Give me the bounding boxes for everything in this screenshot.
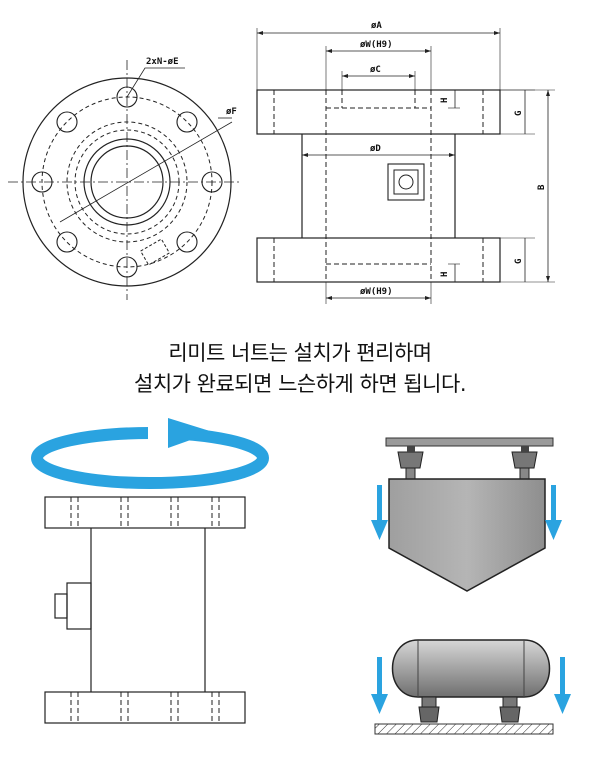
sensor-side-sketch [44,496,246,724]
caption-line-2: 설치가 완료되면 느슨하게 하면 됩니다. [134,372,467,396]
flange-front-view [8,60,240,300]
down-arrow-icon [371,485,562,540]
label-diameter-f: øF [226,107,237,117]
caption-line-1: 리미트 너트는 설치가 편리하며 [168,341,432,365]
label-diameter-a: øA [371,21,382,31]
hopper-illustration [371,437,562,592]
label-h-bottom: H [440,272,450,277]
label-g-top: G [514,111,524,116]
label-b: B [537,184,547,190]
rotation-arrow-icon [31,418,269,489]
label-g-bottom: G [514,259,524,264]
tank-illustration [371,639,571,735]
label-bolt-holes: 2xN-øE [146,57,179,67]
label-diameter-c: øC [370,65,381,75]
label-diameter-d: øD [370,144,381,154]
label-h-top: H [440,98,450,103]
flange-side-view [256,28,555,304]
label-diameter-w-top: øW(H9) [360,40,393,50]
down-arrow-icon [371,657,571,714]
label-diameter-w-bottom: øW(H9) [360,287,393,297]
